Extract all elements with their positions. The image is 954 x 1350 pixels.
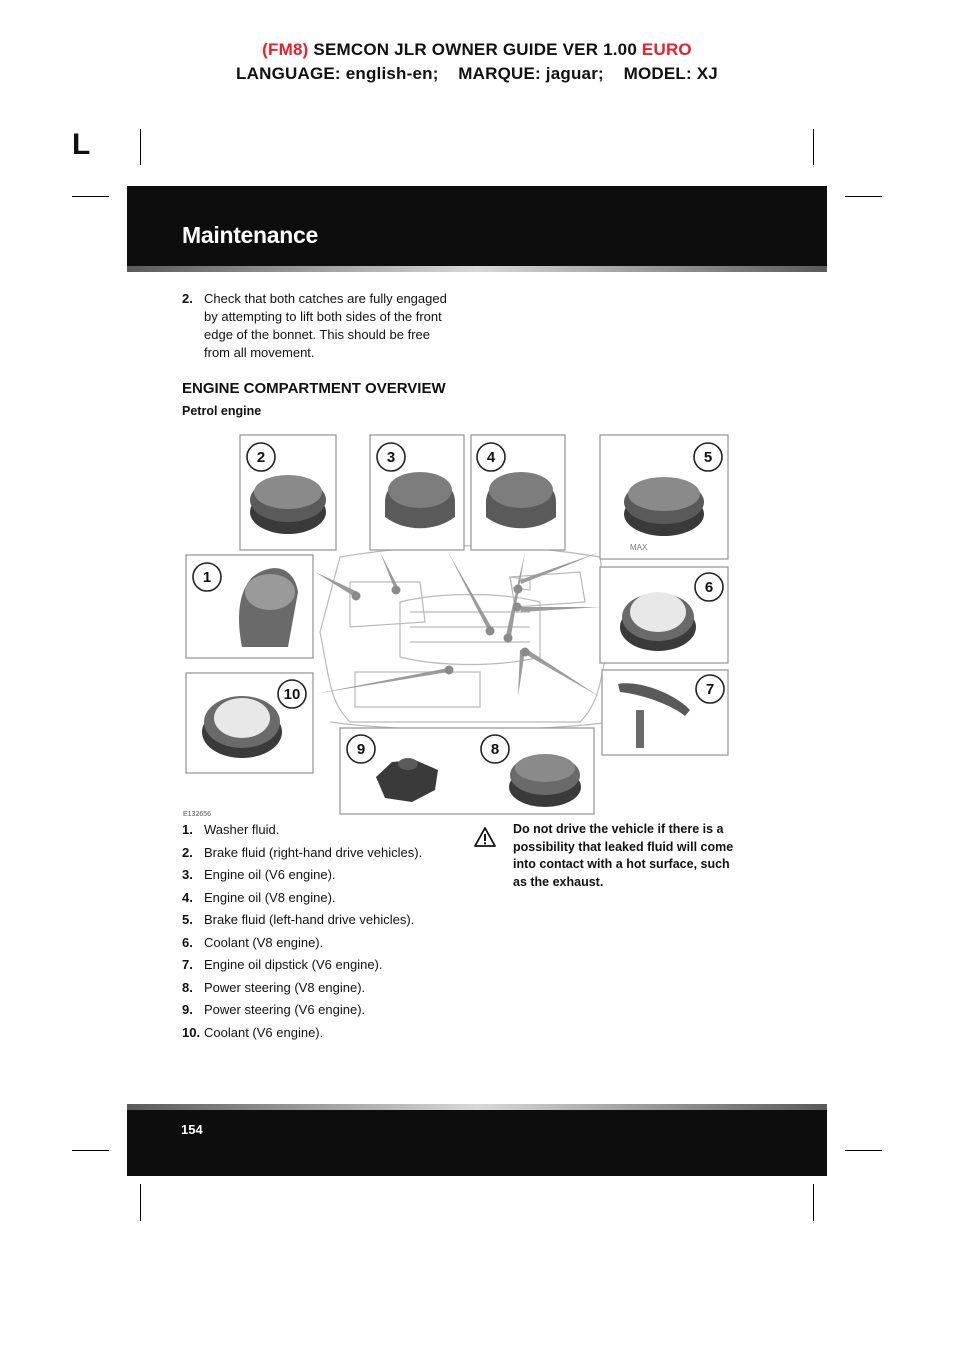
crop-mark [813,1184,814,1221]
footer-band [127,1110,827,1176]
step-number: 2. [182,291,193,306]
subheading: Petrol engine [182,404,262,418]
doc-header-line1: (FM8) SEMCON JLR OWNER GUIDE VER 1.00 EU… [0,40,954,60]
list-item: 8.Power steering (V8 engine). [182,979,366,995]
crop-mark [72,1150,109,1151]
section-header-underline [127,266,827,272]
step-text: Check that both catches are fully engage… [204,291,447,360]
callout-9: 9 [357,741,365,758]
section-title: Maintenance [182,222,319,248]
section-header-band [127,186,827,266]
callout-2: 2 [257,449,265,466]
page-number: 154 [181,1122,203,1137]
section-heading: ENGINE COMPARTMENT OVERVIEW [182,380,446,397]
component-list: 1.Washer fluid. 2.Brake fluid (right-han… [182,821,462,1046]
callout-3: 3 [387,449,395,466]
callout-6: 6 [705,579,713,596]
component-markers [351,584,530,675]
callout-1: 1 [203,569,211,586]
header-main-text: SEMCON JLR OWNER GUIDE VER 1.00 [308,40,642,59]
list-item: 1.Washer fluid. [182,822,280,837]
max-label: MAX [630,543,648,552]
engine-compartment-figure: 2 3 4 MAX 5 1 6 10 7 9 8 E132656 [180,432,740,822]
crop-mark [140,1184,141,1221]
crop-mark [845,1150,882,1151]
doc-header-line2: LANGUAGE: english-en; MARQUE: jaguar; MO… [236,64,718,83]
figure-code: E132656 [183,811,211,818]
header-fm-tag: (FM8) [262,40,309,59]
crop-mark [813,129,814,165]
callout-5: 5 [704,449,712,466]
crop-mark [845,196,882,197]
list-item: 6.Coolant (V8 engine). [182,934,324,950]
list-item: 5.Brake fluid (left-hand drive vehicles)… [182,912,415,927]
step-item: 2. Check that both catches are fully eng… [182,290,452,362]
warning-text: Do not drive the vehicle if there is a p… [513,822,734,889]
callout-10: 10 [284,686,301,703]
pointer-lines [315,552,600,788]
callout-4: 4 [487,449,496,466]
warning-triangle-icon [474,827,496,847]
header-euro-tag: EURO [641,40,692,59]
list-item: 9.Power steering (V6 engine). [182,1002,366,1017]
crop-mark [140,129,141,165]
callout-7: 7 [706,681,714,698]
list-item: 7.Engine oil dipstick (V6 engine). [182,957,383,972]
footer-topline [127,1104,827,1110]
callout-8: 8 [491,741,499,758]
list-item: 3.Engine oil (V6 engine). [182,867,336,882]
list-item: 2.Brake fluid (right-hand drive vehicles… [182,844,423,860]
list-item: 10.Coolant (V6 engine). [182,1024,324,1040]
list-item: 4.Engine oil (V8 engine). [182,889,336,905]
crop-mark [72,196,109,197]
tab-letter: L [72,128,91,161]
